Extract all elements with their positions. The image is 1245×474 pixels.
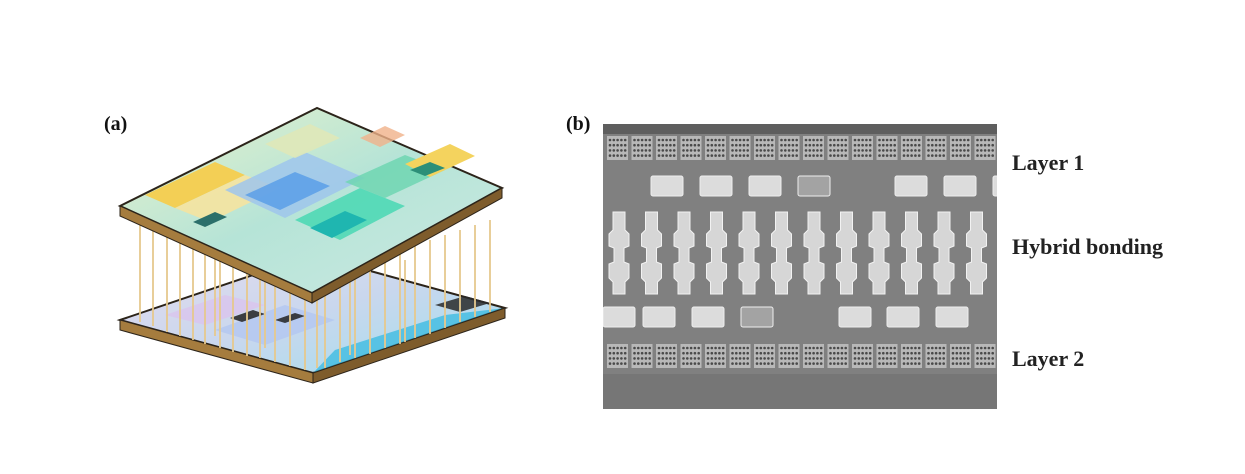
layer1-bond-pads bbox=[650, 175, 997, 197]
hybrid-bonding-pillars bbox=[608, 211, 987, 295]
hybrid-bonding-cross-section bbox=[603, 124, 997, 409]
hybrid-bonding-label: Hybrid bonding bbox=[1012, 234, 1164, 259]
layer2-label: Layer 2 bbox=[1012, 346, 1085, 371]
layer2-metal-row bbox=[607, 344, 996, 368]
layer1-metal-row bbox=[607, 136, 996, 160]
stacked-chip-illustration bbox=[116, 106, 509, 384]
layer2-bond-pads bbox=[603, 306, 969, 328]
bottom-die bbox=[116, 253, 509, 384]
layer1-label: Layer 1 bbox=[1012, 150, 1085, 175]
panel-b-label: (b) bbox=[566, 113, 591, 135]
panel-a-label: (a) bbox=[104, 113, 128, 135]
top-die bbox=[117, 106, 505, 304]
